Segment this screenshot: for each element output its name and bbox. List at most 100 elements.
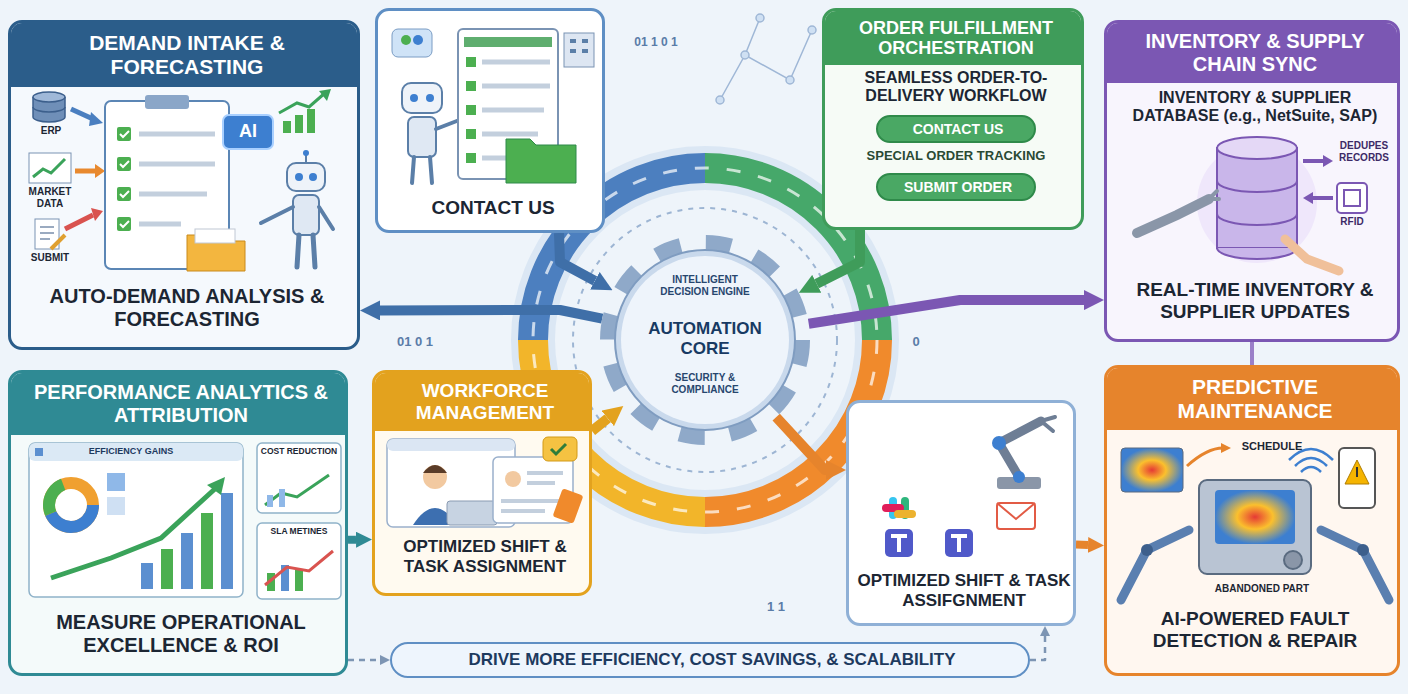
banner: DRIVE MORE EFFICIENCY, COST SAVINGS, & S… [390, 642, 1030, 678]
art-path [40, 227, 54, 239]
text-wrap: WORKFORCE MANAGEMENT [383, 380, 587, 424]
art-circle [808, 26, 816, 34]
label-wrap: 0 [906, 335, 926, 350]
art-path [1137, 199, 1209, 233]
art-circle [621, 256, 789, 424]
panel: WORKFORCE MANAGEMENTOPTIMIZED SHIFT & TA… [372, 370, 592, 596]
node-text: SUBMIT ORDER [882, 179, 1034, 195]
art-circle [1141, 544, 1153, 556]
art-path [1311, 196, 1333, 200]
art-polygon [1323, 155, 1333, 167]
pipe-connector [380, 310, 602, 319]
text-wrap: CONTACT US [388, 197, 598, 219]
label-wrap: COST REDUCTION [260, 447, 338, 457]
art-rect [117, 127, 131, 141]
art-g [33, 92, 65, 122]
art-g [466, 57, 476, 163]
art-rect [564, 33, 594, 67]
art-polyline [51, 487, 217, 578]
art-path [506, 139, 576, 183]
art-rect [1337, 183, 1367, 213]
art-circle [716, 96, 724, 104]
pill-button: SUBMIT ORDER [876, 173, 1036, 201]
art-path [120, 221, 129, 227]
art-rect [141, 563, 153, 589]
callout-label: ERP [26, 125, 76, 137]
callout-label: COST REDUCTION [260, 447, 338, 457]
art-circle [410, 94, 418, 102]
art-rect [466, 81, 476, 91]
art-rect [997, 503, 1035, 529]
art-rect [107, 473, 125, 491]
pipe-connector [1076, 541, 1088, 549]
art-rect [402, 83, 442, 113]
art-rect [267, 495, 273, 507]
art-line [745, 18, 760, 55]
art-circle [741, 51, 749, 59]
art-circle [992, 436, 1006, 450]
art-rect [145, 95, 189, 109]
panel: OPTIMIZED SHIFT & TASK ASSIFGNMENT [846, 400, 1076, 626]
art-rect [894, 510, 916, 518]
art-path [71, 109, 93, 119]
art-path [75, 169, 95, 174]
art-ellipse [1217, 137, 1297, 159]
text-wrap: SPECIAL ORDER TRACKING [833, 149, 1079, 164]
callout-label: RFID [1330, 216, 1374, 228]
art-path [891, 536, 907, 552]
art-polygon [1221, 443, 1231, 453]
art-rect [447, 501, 497, 525]
node-text: SECURITY & COMPLIANCE [657, 372, 753, 395]
text-wrap: SUBMIT ORDER [882, 179, 1034, 195]
art-path [1187, 448, 1223, 466]
node-text: AUTO-DEMAND ANALYSIS & FORECASTING [23, 285, 351, 331]
art-path [1209, 191, 1219, 199]
callout-label: AI [223, 121, 273, 142]
pipe-connector [348, 536, 356, 544]
label-wrap: 1 1 [756, 600, 796, 615]
art-path [997, 503, 1035, 519]
art-path [1285, 239, 1339, 271]
art-path [423, 465, 447, 473]
art-circle [295, 173, 303, 181]
art-rect [1215, 490, 1295, 544]
art-circle [49, 483, 93, 527]
art-circle [401, 35, 411, 45]
art-path [51, 235, 65, 249]
art-path [139, 222, 181, 227]
art-path [1217, 248, 1297, 259]
art-path [65, 215, 93, 229]
art-path [1217, 181, 1297, 225]
node-text: REAL-TIME INVENTORY & SUPPLIER UPDATES [1115, 279, 1395, 323]
art-polyline [720, 30, 812, 100]
panel: PREDICTIVE MAINTENANCEAI-POWERED FAULT D… [1104, 365, 1400, 676]
art-polyline [33, 159, 65, 177]
art-g [117, 127, 215, 141]
art-path [33, 107, 65, 112]
pipe-connector [776, 417, 826, 470]
art-path [297, 235, 315, 267]
text-wrap: DRIVE MORE EFFICIENCY, COST SAVINGS, & S… [402, 650, 1022, 670]
text-wrap: INVENTORY & SUPPLY CHAIN SYNC [1117, 30, 1393, 76]
art-rect [161, 549, 173, 589]
label-wrap: DEDUPES RECORDS [1333, 140, 1395, 163]
dashed-connector [1030, 636, 1045, 660]
callout-label: 01 0 1 [380, 335, 450, 350]
label-wrap: EFFICIENCY GAINS [46, 446, 216, 456]
art-rect [117, 217, 131, 231]
art-circle [615, 250, 795, 430]
node-text: CONTACT US [882, 121, 1034, 137]
panel: DEMAND INTAKE & FORECASTINGAUTO-DEMAND A… [8, 20, 360, 350]
art-circle [608, 243, 802, 437]
panel: INVENTORY & SUPPLY CHAIN SYNCINVENTORY &… [1104, 20, 1400, 342]
art-polygon [319, 89, 331, 101]
art-path [139, 162, 215, 167]
art-rect [466, 105, 476, 115]
art-rect [387, 439, 515, 451]
art-g [117, 187, 207, 201]
label-wrap: ABANDONED PART [1207, 583, 1317, 595]
text-wrap: PREDICTIVE MAINTENANCE [1117, 375, 1393, 423]
art-circle [1284, 551, 1302, 569]
label-wrap: SLA METINES [260, 527, 338, 537]
art-circle [1013, 471, 1025, 483]
